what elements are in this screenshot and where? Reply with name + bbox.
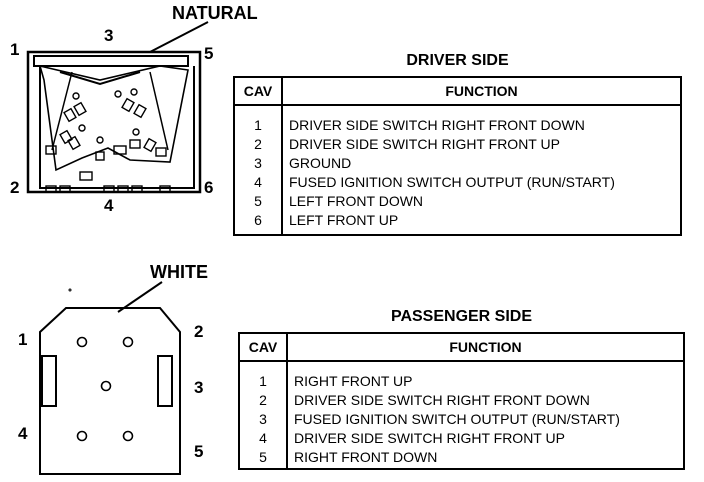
driver-pin-label-3: 3 bbox=[104, 26, 114, 45]
passenger-header-cav: CAV bbox=[238, 332, 288, 362]
driver-connector-color-label: NATURAL bbox=[172, 3, 258, 23]
passenger-connector-diagram bbox=[39, 281, 181, 475]
driver-row-6-function: LEFT FRONT UP bbox=[289, 212, 399, 228]
driver-row-1-function: DRIVER SIDE SWITCH RIGHT FRONT DOWN bbox=[289, 117, 585, 133]
passenger-pin-label-1: 1 bbox=[18, 330, 28, 349]
driver-row-5-function: LEFT FRONT DOWN bbox=[289, 193, 424, 209]
driver-pin-label-5: 5 bbox=[204, 44, 214, 63]
driver-row-1-cav: 1 bbox=[254, 117, 262, 133]
passenger-connector-body bbox=[39, 307, 181, 475]
passenger-row-5-cav: 5 bbox=[259, 449, 267, 465]
driver-cav-table: CAV FUNCTION 1 2 3 4 5 6 DRIVER SIDE SWI… bbox=[233, 76, 682, 236]
passenger-row-5-function: RIGHT FRONT DOWN bbox=[294, 449, 438, 465]
driver-table-title: DRIVER SIDE bbox=[406, 52, 509, 69]
driver-row-4-cav: 4 bbox=[254, 174, 262, 190]
driver-row-5-cav: 5 bbox=[254, 193, 262, 209]
passenger-row-2-cav: 2 bbox=[259, 392, 267, 408]
passenger-row-3-function: FUSED IGNITION SWITCH OUTPUT (RUN/START) bbox=[294, 411, 620, 427]
passenger-row-1-cav: 1 bbox=[259, 373, 267, 389]
passenger-row-3-cav: 3 bbox=[259, 411, 267, 427]
driver-connector-diagram bbox=[26, 21, 209, 194]
passenger-header-function: FUNCTION bbox=[286, 332, 685, 362]
passenger-pin-label-4: 4 bbox=[18, 424, 28, 443]
passenger-row-2-function: DRIVER SIDE SWITCH RIGHT FRONT DOWN bbox=[294, 392, 590, 408]
passenger-connector-color-label: WHITE bbox=[150, 262, 208, 282]
driver-connector-body bbox=[26, 50, 202, 194]
passenger-pin-label-2: 2 bbox=[194, 322, 204, 341]
driver-header-cav: CAV bbox=[233, 76, 283, 106]
passenger-row-4-cav: 4 bbox=[259, 430, 267, 446]
driver-pin-label-4: 4 bbox=[104, 196, 114, 215]
driver-row-4-function: FUSED IGNITION SWITCH OUTPUT (RUN/START) bbox=[289, 174, 615, 190]
passenger-table-title: PASSENGER SIDE bbox=[390, 308, 533, 325]
passenger-row-1-function: RIGHT FRONT UP bbox=[294, 373, 413, 389]
driver-pin-label-1: 1 bbox=[10, 40, 20, 59]
driver-row-2-function: DRIVER SIDE SWITCH RIGHT FRONT UP bbox=[289, 136, 560, 152]
passenger-cav-table: CAV FUNCTION 1 2 3 4 5 RIGHT FRONT UP DR… bbox=[238, 332, 685, 470]
driver-row-3-cav: 3 bbox=[254, 155, 262, 171]
passenger-pin-label-5: 5 bbox=[194, 442, 204, 461]
driver-row-2-cav: 2 bbox=[254, 136, 262, 152]
passenger-pin-label-3: 3 bbox=[194, 378, 204, 397]
driver-pin-label-6: 6 bbox=[204, 178, 214, 197]
driver-header-function: FUNCTION bbox=[281, 76, 682, 106]
driver-pin-label-2: 2 bbox=[10, 178, 20, 197]
driver-color-leader-line bbox=[149, 21, 209, 53]
driver-row-3-function: GROUND bbox=[289, 155, 352, 171]
passenger-row-4-function: DRIVER SIDE SWITCH RIGHT FRONT UP bbox=[294, 430, 565, 446]
driver-row-6-cav: 6 bbox=[254, 212, 262, 228]
